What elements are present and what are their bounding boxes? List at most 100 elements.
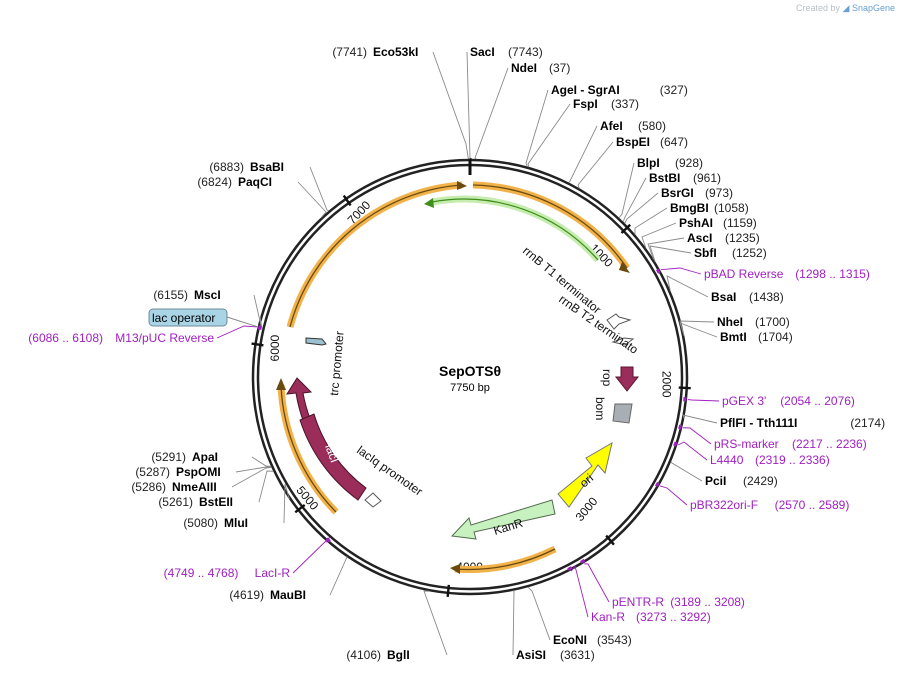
enzyme-site: BmgBI(1058) [670, 201, 749, 215]
enzyme-site: PshAI(1159) [679, 216, 757, 230]
enzyme-leader-line [679, 320, 715, 336]
enzyme-position: (928) [675, 156, 703, 170]
enzyme-position: (1159) [723, 216, 757, 230]
enzyme-position: (5286) [131, 480, 166, 494]
primer-range: (4749 .. 4768) [164, 566, 239, 580]
enzyme-site: BstBI(961) [649, 171, 721, 185]
enzyme-leader-line [525, 89, 549, 167]
enzyme-site: AfeI(580) [600, 119, 666, 133]
enzyme-leader-line [682, 414, 718, 424]
enzyme-site: AsiSI(3631) [516, 648, 595, 662]
enzyme-name: EcoNI [553, 633, 587, 647]
enzyme-name: AscI [687, 231, 712, 245]
primer-leader-line [660, 267, 702, 275]
tick-mark [294, 503, 306, 514]
enzyme-site: (6883)BsaBI [209, 160, 284, 174]
enzyme-site: SbfI(1252) [694, 246, 767, 260]
enzyme-name: MluI [224, 516, 248, 530]
enzyme-leader-line [527, 103, 571, 168]
enzyme-position: (973) [705, 186, 733, 200]
primer-name: pGEX 3' [722, 394, 766, 408]
enzyme-leader-line [474, 67, 509, 160]
primer-site: pGEX 3'(2054 .. 2076) [722, 394, 855, 408]
snapgene-logo-icon: ◢ [842, 3, 850, 13]
enzyme-position: (1058) [714, 201, 749, 215]
enzyme-position: (1704) [758, 330, 793, 344]
enzyme-site: BsaI(1438) [711, 290, 784, 304]
primer-name: L4440 [710, 453, 744, 467]
enzyme-position: (7741) [332, 45, 367, 59]
tick-mark [251, 342, 264, 347]
primer-leader-line [659, 485, 688, 506]
primer-range: (6086 .. 6108) [28, 331, 103, 345]
enzyme-name: MscI [194, 288, 221, 302]
primer-site: pENTR-R(3189 .. 3208) [612, 595, 745, 609]
enzyme-leader-line [251, 456, 272, 467]
enzyme-name: AsiSI [516, 648, 546, 662]
enzyme-position: (1252) [732, 246, 767, 260]
primer-name: M13/pUC Reverse [115, 331, 214, 345]
enzyme-position: (4619) [229, 588, 264, 602]
primer-name: Kan-R [591, 610, 625, 624]
enzyme-position: (5261) [158, 495, 193, 509]
enzyme-leader-line [283, 483, 290, 524]
enzyme-site: AgeI - SgrAI (327) [551, 83, 688, 97]
enzyme-position: (3543) [597, 633, 632, 647]
enzyme-leader-line [641, 222, 677, 249]
enzyme-name: BmtI [720, 330, 747, 344]
enzyme-leader-line [512, 590, 515, 656]
enzyme-position: (37) [549, 61, 570, 75]
feature-label-bom: bom [593, 397, 607, 420]
enzyme-leader-line [679, 322, 718, 338]
enzyme-name: BspEI [616, 135, 650, 149]
enzyme-position: (327) [660, 83, 688, 97]
laci-arrow [286, 377, 363, 491]
enzyme-site: (7741) Eco53kI [332, 45, 418, 59]
enzyme-leader-line [527, 586, 551, 641]
enzyme-position: (7743) [508, 45, 543, 59]
enzyme-leader-line [666, 275, 709, 298]
enzyme-site: (5080) MluI [183, 516, 248, 530]
enzyme-leader-line [649, 245, 692, 263]
enzyme-leader-line [423, 590, 448, 656]
orange-arc-top-head [457, 181, 467, 190]
enzyme-name: Eco53kI [373, 45, 418, 59]
trc-promoter-icon [305, 337, 327, 346]
enzyme-name: MauBI [270, 588, 306, 602]
primer-name: pBR322ori-F [690, 498, 758, 512]
enzyme-site: SacI(7743) [470, 45, 543, 59]
primer-leader-line [683, 427, 712, 445]
primer-binding-mark [654, 481, 660, 488]
enzyme-position: (1700) [755, 315, 790, 329]
credit-created-by: Created by [795, 3, 840, 13]
enzyme-name: BstEII [199, 495, 233, 509]
enzyme-leader-line [253, 294, 263, 331]
enzyme-site: BsrGI(973) [661, 186, 733, 200]
enzyme-site: (5287) PspOMI [135, 465, 220, 479]
enzyme-name: AgeI - SgrAI [551, 83, 620, 97]
tick-mark [605, 534, 615, 546]
enzyme-position: (5291) [151, 450, 186, 464]
enzyme-position: (5080) [183, 516, 218, 530]
enzyme-leader-line [622, 177, 647, 223]
primer-binding-mark [673, 441, 678, 447]
enzyme-leader-line [466, 51, 471, 160]
primer-leader-line [216, 325, 257, 339]
enzyme-leader-line [432, 51, 469, 160]
enzyme-position: (580) [638, 119, 666, 133]
primer-binding-mark [678, 424, 683, 430]
enzyme-position: (1235) [725, 231, 760, 245]
enzyme-name: PspOMI [176, 465, 221, 479]
enzyme-site: (6155)MscI [153, 288, 220, 302]
credit-brand: SnapGene [851, 3, 895, 13]
primer-leader-line [677, 441, 708, 461]
enzyme-site: (4619) MauBI [229, 588, 306, 602]
primer-site: pBR322ori-F(2570 .. 2589) [690, 498, 849, 512]
tick-mark [342, 194, 352, 207]
enzyme-position: (5287) [135, 465, 170, 479]
enzyme-leader-line [634, 207, 668, 235]
bom-block [612, 403, 633, 424]
enzyme-position: (2429) [743, 474, 778, 488]
enzyme-position: (6824) [197, 175, 232, 189]
